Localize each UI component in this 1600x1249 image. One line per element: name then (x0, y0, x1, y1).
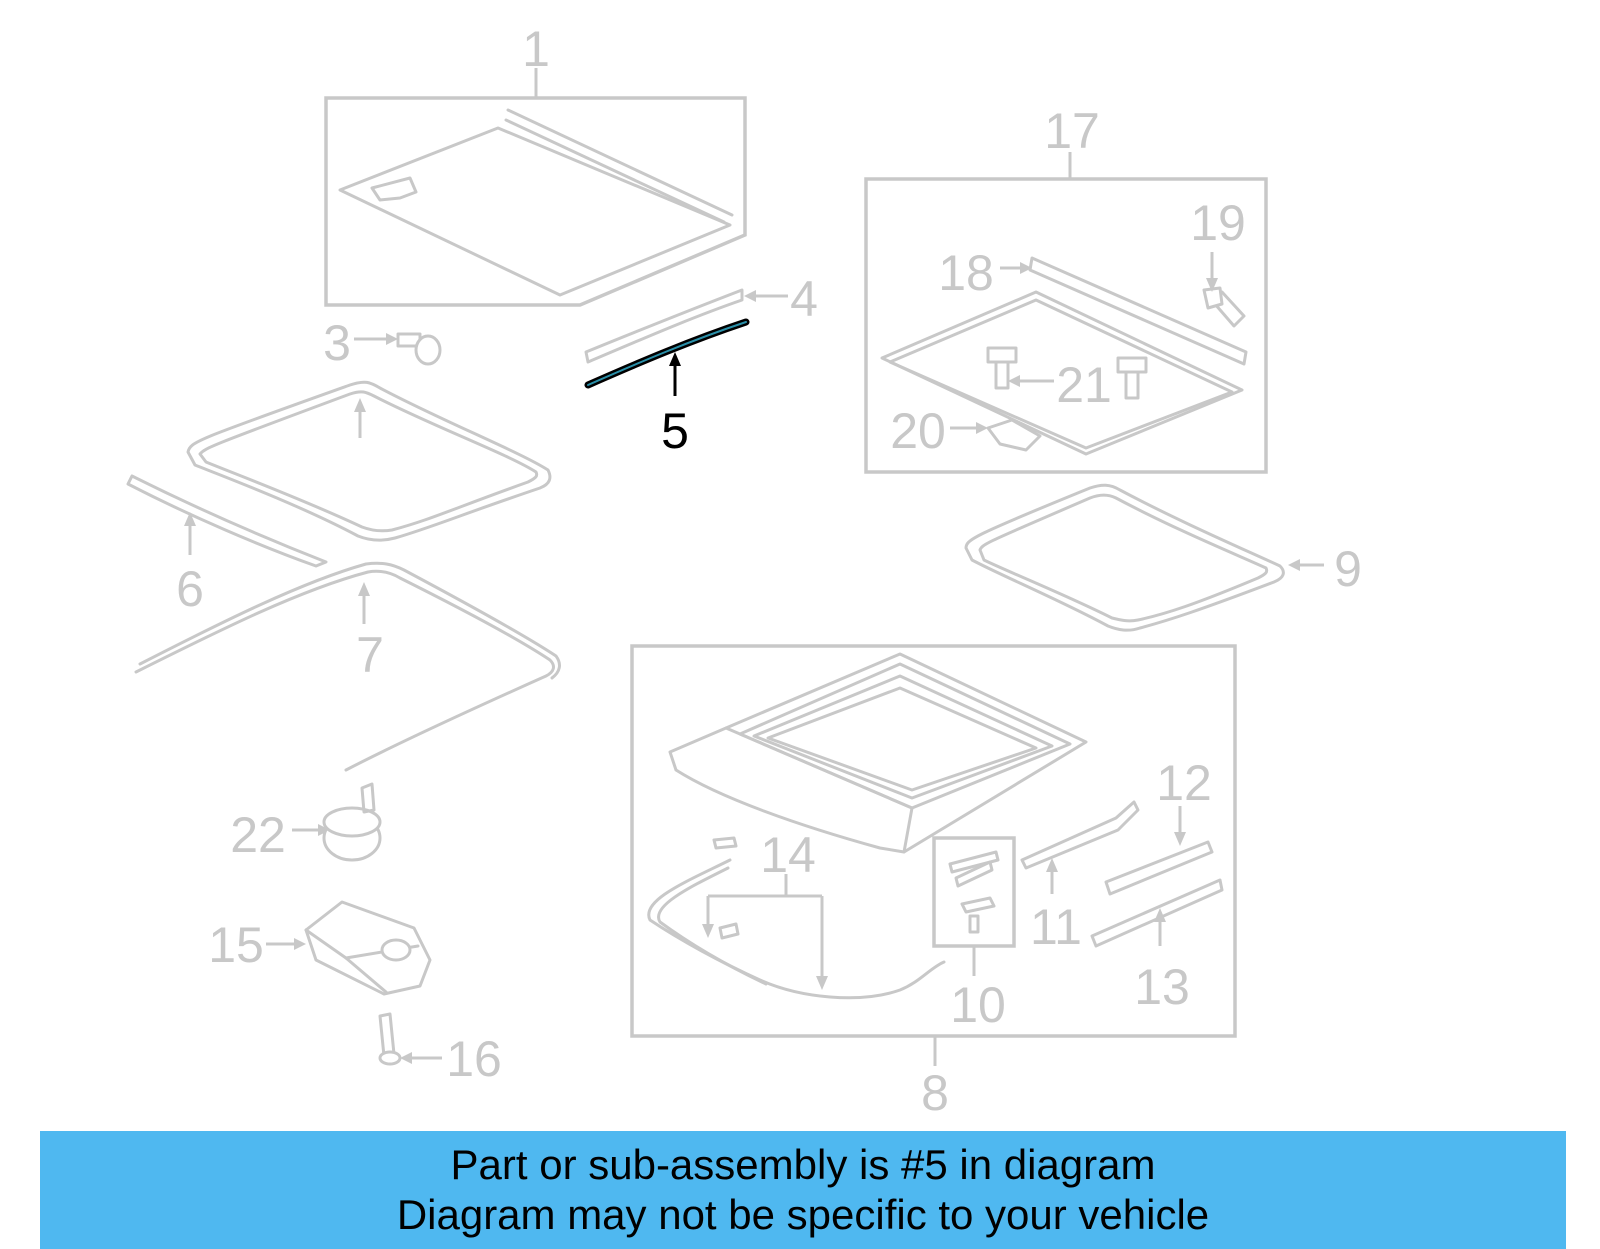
callout-5: 5 (661, 403, 689, 459)
callout-11: 11 (1030, 899, 1082, 955)
callout-10: 10 (950, 977, 1006, 1033)
callout-4: 4 (790, 271, 818, 327)
callout-12: 12 (1156, 755, 1212, 811)
callout-group-13: 13 (1134, 908, 1190, 1015)
callout-18: 18 (938, 245, 994, 301)
part-6-strip[interactable]: 6 (126, 474, 328, 617)
callout-1: 1 (522, 21, 550, 77)
seal-frame-upper[interactable] (186, 380, 552, 542)
part-9-frame[interactable]: 9 (964, 483, 1362, 632)
callout-8: 8 (921, 1065, 949, 1121)
part-15-control-unit[interactable]: 15 (208, 900, 432, 996)
part-22-motor[interactable]: 22 (230, 782, 382, 863)
callout-16: 16 (446, 1031, 502, 1087)
callout-3: 3 (323, 315, 351, 371)
callout-group-11: 11 (1030, 858, 1082, 955)
part-5-highlighted[interactable]: 5 (584, 318, 750, 459)
callout-13: 13 (1134, 959, 1190, 1015)
part-8-housing-assembly[interactable]: 8 (630, 644, 1237, 1121)
callout-14: 14 (760, 827, 816, 883)
callout-6: 6 (176, 561, 204, 617)
callout-group-20: 20 (890, 403, 988, 459)
callout-group-14: 14 (760, 827, 816, 883)
callout-9: 9 (1334, 541, 1362, 597)
callout-group-12: 12 (1156, 755, 1212, 846)
callout-19: 19 (1190, 195, 1246, 251)
banner-line-1: Part or sub-assembly is #5 in diagram (450, 1141, 1156, 1188)
part-3-bolt[interactable]: 3 (323, 315, 442, 371)
callout-20: 20 (890, 403, 946, 459)
callout-17: 17 (1044, 103, 1100, 159)
callout-21: 21 (1056, 357, 1112, 413)
info-banner: Part or sub-assembly is #5 in diagram Di… (40, 1131, 1566, 1249)
parts-diagram: 1 3 4 5 6 (126, 21, 1362, 1121)
callout-group-19: 19 (1190, 195, 1246, 292)
callout-7: 7 (356, 627, 384, 683)
callout-15: 15 (208, 917, 264, 973)
callout-group-18: 18 (938, 245, 1032, 301)
callout-22: 22 (230, 807, 286, 863)
part-17-sunshade-assembly[interactable]: 17 (864, 103, 1268, 474)
part-1-glass-assembly[interactable]: 1 (324, 21, 747, 307)
callout-group-10: 10 (950, 977, 1006, 1033)
part-16-screw[interactable]: 16 (378, 1012, 502, 1087)
banner-line-2: Diagram may not be specific to your vehi… (396, 1191, 1210, 1238)
part-7-weatherstrip[interactable]: 7 (134, 561, 561, 772)
callout-group-21: 21 (1008, 357, 1112, 413)
part-4-seal[interactable]: 4 (584, 271, 818, 364)
